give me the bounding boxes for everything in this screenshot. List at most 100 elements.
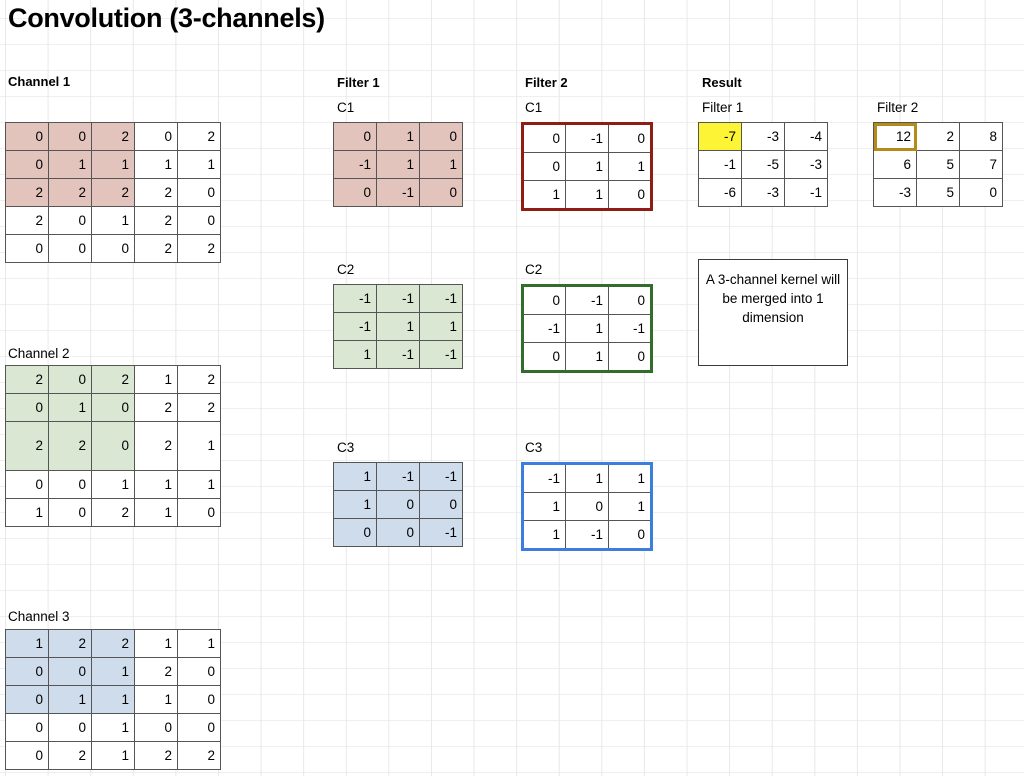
cell[interactable]: 0 (522, 152, 566, 181)
cell[interactable]: 2 (134, 657, 178, 686)
table-row[interactable]: -6 -3 -1 (698, 178, 828, 207)
cell[interactable]: 1 (419, 150, 463, 179)
filter-1-c1-table[interactable]: 0 1 0 -1 1 1 0 -1 0 (333, 122, 463, 207)
cell[interactable]: 1 (608, 492, 652, 521)
cell[interactable]: 0 (376, 490, 420, 519)
table-row[interactable]: 0 1 1 (522, 152, 652, 181)
cell[interactable]: 2 (91, 122, 135, 151)
cell[interactable]: 0 (48, 234, 92, 263)
filter-2-c1-table[interactable]: 0 -1 0 0 1 1 1 1 0 (521, 122, 653, 211)
cell[interactable]: 1 (333, 462, 377, 491)
table-row[interactable]: 0 1 1 1 0 (5, 685, 221, 714)
cell[interactable]: 1 (565, 180, 609, 210)
cell[interactable]: 1 (134, 470, 178, 499)
cell[interactable]: 0 (522, 285, 566, 315)
cell[interactable]: 5 (916, 178, 960, 207)
table-row[interactable]: -3 5 0 (873, 178, 1003, 207)
cell[interactable]: 0 (376, 518, 420, 547)
cell[interactable]: 0 (48, 498, 92, 527)
cell[interactable]: 2 (91, 365, 135, 394)
cell[interactable]: 1 (522, 492, 566, 521)
result-filter-2-table[interactable]: 12 2 8 6 5 7 -3 5 0 (873, 122, 1003, 207)
table-row[interactable]: 0 -1 0 (522, 123, 652, 153)
table-row[interactable]: 0 -1 0 (522, 285, 652, 315)
cell[interactable]: 2 (916, 122, 960, 151)
cell[interactable]: 0 (5, 741, 49, 770)
cell[interactable]: 0 (608, 123, 652, 153)
result-filter-1-table[interactable]: -7 -3 -4 -1 -5 -3 -6 -3 -1 (698, 122, 828, 207)
cell[interactable]: 1 (333, 340, 377, 369)
cell[interactable]: 0 (48, 713, 92, 742)
cell[interactable]: 2 (177, 741, 221, 770)
cell-highlighted[interactable]: 12 (873, 122, 917, 151)
cell[interactable]: 2 (5, 206, 49, 235)
cell[interactable]: 1 (48, 685, 92, 714)
cell[interactable]: 2 (91, 178, 135, 207)
cell[interactable]: 1 (177, 150, 221, 179)
cell[interactable]: 0 (48, 206, 92, 235)
cell[interactable]: 0 (419, 490, 463, 519)
table-row[interactable]: 2 2 0 2 1 (5, 421, 221, 471)
cell[interactable]: -1 (419, 518, 463, 547)
cell[interactable]: 0 (91, 234, 135, 263)
cell[interactable]: 5 (916, 150, 960, 179)
cell[interactable]: 1 (134, 150, 178, 179)
cell[interactable]: 1 (91, 206, 135, 235)
cell[interactable]: -1 (419, 284, 463, 313)
cell[interactable]: 1 (48, 393, 92, 422)
cell[interactable]: -1 (608, 314, 652, 343)
cell[interactable]: 1 (48, 150, 92, 179)
cell[interactable]: 1 (565, 314, 609, 343)
table-row[interactable]: 1 -1 -1 (333, 340, 463, 369)
table-row[interactable]: 1 0 0 (333, 490, 463, 519)
table-row[interactable]: -1 -5 -3 (698, 150, 828, 179)
cell[interactable]: 0 (608, 520, 652, 550)
cell[interactable]: 1 (134, 365, 178, 394)
table-row[interactable]: 0 0 1 0 0 (5, 713, 221, 742)
cell[interactable]: 2 (134, 421, 178, 471)
channel-3-table[interactable]: 1 2 2 1 1 0 0 1 2 0 0 1 1 1 0 0 (5, 629, 221, 770)
cell[interactable]: 2 (48, 629, 92, 658)
table-row[interactable]: 1 -1 0 (522, 520, 652, 550)
matrix-result-filter-1[interactable]: -7 -3 -4 -1 -5 -3 -6 -3 -1 (698, 122, 828, 207)
cell[interactable]: -3 (873, 178, 917, 207)
cell[interactable]: 1 (376, 312, 420, 341)
table-row[interactable]: 0 1 0 (522, 342, 652, 372)
cell[interactable]: -5 (741, 150, 785, 179)
cell[interactable]: -1 (522, 314, 566, 343)
cell[interactable]: -1 (419, 462, 463, 491)
table-row[interactable]: -7 -3 -4 (698, 122, 828, 151)
table-row[interactable]: 0 1 1 1 1 (5, 150, 221, 179)
table-row[interactable]: 1 0 1 (522, 492, 652, 521)
filter-1-c3-table[interactable]: 1 -1 -1 1 0 0 0 0 -1 (333, 462, 463, 547)
cell[interactable]: 1 (177, 470, 221, 499)
matrix-filter-2-c2[interactable]: 0 -1 0 -1 1 -1 0 1 0 (521, 284, 653, 373)
cell[interactable]: 1 (91, 741, 135, 770)
cell[interactable]: 2 (91, 498, 135, 527)
cell[interactable]: 2 (134, 741, 178, 770)
table-row[interactable]: 0 1 0 (333, 122, 463, 151)
cell[interactable]: 0 (333, 122, 377, 151)
cell[interactable]: 0 (419, 178, 463, 207)
table-row[interactable]: 2 0 1 2 0 (5, 206, 221, 235)
cell[interactable]: 0 (91, 421, 135, 471)
cell[interactable]: 1 (134, 498, 178, 527)
cell[interactable]: -4 (784, 122, 828, 151)
cell[interactable]: 0 (5, 122, 49, 151)
table-row[interactable]: 0 0 0 2 2 (5, 234, 221, 263)
table-row[interactable]: 0 2 1 2 2 (5, 741, 221, 770)
table-row[interactable]: -1 1 1 (333, 150, 463, 179)
matrix-filter-1-c2[interactable]: -1 -1 -1 -1 1 1 1 -1 -1 (333, 284, 463, 369)
cell[interactable]: 1 (5, 629, 49, 658)
cell[interactable]: 0 (565, 492, 609, 521)
cell[interactable]: 0 (959, 178, 1003, 207)
cell[interactable]: -3 (741, 122, 785, 151)
cell[interactable]: 2 (5, 365, 49, 394)
cell[interactable]: 2 (91, 629, 135, 658)
cell[interactable]: 1 (91, 470, 135, 499)
cell[interactable]: 2 (177, 365, 221, 394)
cell[interactable]: 8 (959, 122, 1003, 151)
table-row[interactable]: -1 1 -1 (522, 314, 652, 343)
cell[interactable]: 0 (5, 150, 49, 179)
cell[interactable]: 2 (134, 234, 178, 263)
